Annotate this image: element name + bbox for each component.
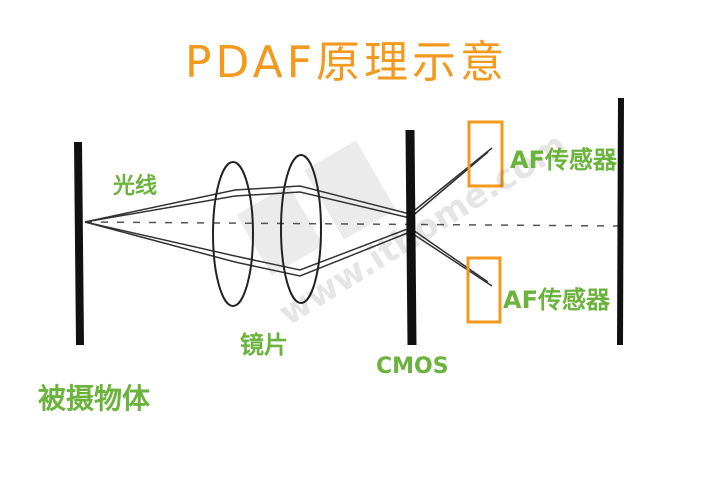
light-ray-label: 光线: [113, 174, 158, 199]
subject-label: 被摄物体: [38, 382, 151, 415]
subject-object: [74, 141, 84, 346]
diagram-title: PDAF原理示意: [185, 37, 509, 88]
lens-2: [280, 154, 322, 304]
focal-plane: [617, 97, 624, 346]
light-rays: [84, 147, 493, 287]
af-sensor-top: [467, 120, 504, 188]
af-sensor-top-label: AF传感器: [510, 146, 617, 174]
lens-1: [212, 161, 254, 307]
af-sensor-bottom-label: AF传感器: [503, 286, 610, 314]
watermark-logo: [236, 140, 396, 276]
lens-label: 镜片: [240, 331, 288, 359]
cmos-label: CMOS: [376, 354, 449, 379]
cmos-sensor: [405, 129, 417, 346]
af-sensor-bottom: [466, 256, 502, 324]
